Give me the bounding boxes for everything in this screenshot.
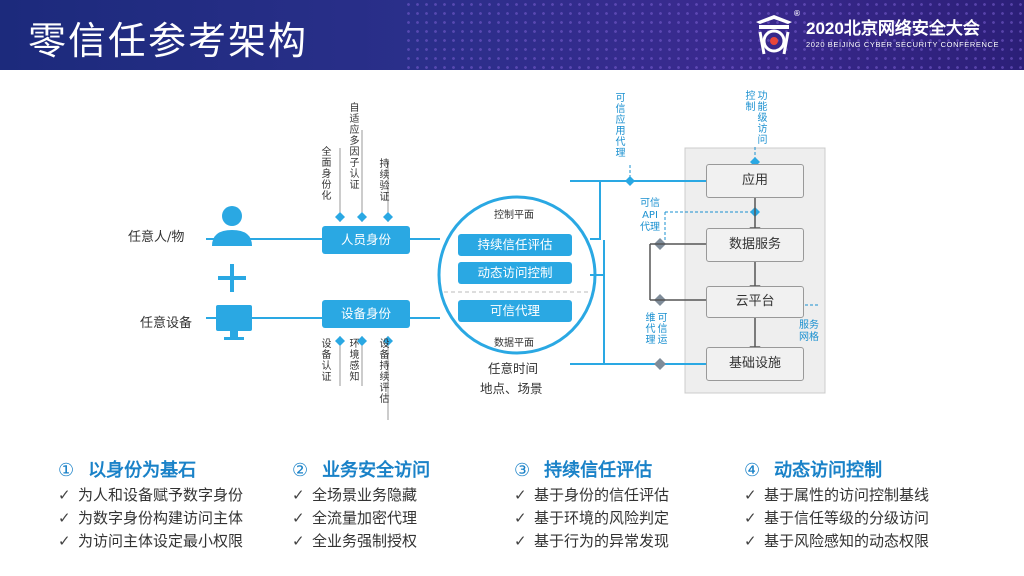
device-label: 任意设备 bbox=[140, 316, 193, 331]
feature-full-identity: 全面身份化 bbox=[319, 146, 330, 201]
feature-ticks bbox=[339, 130, 389, 420]
list-item: ✓基于身份的信任评估 bbox=[514, 486, 670, 504]
registered-mark: ® bbox=[793, 9, 801, 18]
trusted-proxy-box: 可信代理 bbox=[458, 300, 572, 322]
list-item: ✓基于风险感知的动态权限 bbox=[744, 532, 930, 550]
control-plane-label: 控制平面 bbox=[494, 210, 534, 221]
app-proxy-label: 可信应用代理 bbox=[613, 92, 624, 158]
continuous-eval-box: 持续信任评估 bbox=[458, 234, 572, 256]
list-item: ✓为数字身份构建访问主体 bbox=[58, 509, 244, 527]
header-banner: 零信任参考架构 ® 2020北京网络安全大会 2020 BEIJING CYBE… bbox=[0, 0, 1024, 70]
list-item: ✓为访问主体设定最小权限 bbox=[58, 532, 244, 550]
conference-name: 2020北京网络安全大会 bbox=[806, 19, 980, 38]
feature-continuous-verify: 持续验证 bbox=[377, 158, 388, 202]
device-identity-box: 设备身份 bbox=[322, 300, 410, 328]
conference-english-name: 2020 BEIJING CYBER SECURITY CONFERENCE bbox=[806, 40, 1000, 49]
subject-label: 任意人/物 bbox=[128, 230, 185, 245]
plus-icon bbox=[218, 264, 246, 292]
list-item: ✓全流量加密代理 bbox=[292, 509, 418, 527]
list-item: ✓基于属性的访问控制基线 bbox=[744, 486, 930, 504]
list-item: ✓基于信任等级的分级访问 bbox=[744, 509, 930, 527]
feature-adaptive-mfa: 自适应多因子认证 bbox=[347, 102, 358, 190]
anytime-label: 任意时间 bbox=[488, 361, 539, 376]
feature-env-awareness: 环境感知 bbox=[347, 338, 358, 382]
connection-lines bbox=[206, 180, 706, 365]
page-title: 零信任参考架构 bbox=[28, 19, 309, 63]
monitor-icon bbox=[216, 305, 252, 340]
data-plane-label: 数据平面 bbox=[494, 338, 534, 349]
anywhere-label: 地点、场景 bbox=[480, 381, 543, 396]
person-identity-box: 人员身份 bbox=[322, 226, 410, 254]
list-item: ✓全场景业务隐藏 bbox=[292, 486, 418, 504]
feature-device-auth: 设备认证 bbox=[319, 338, 330, 382]
list-item: ✓基于行为的异常发现 bbox=[514, 532, 670, 550]
layer-application: 应用 bbox=[706, 164, 804, 198]
layer-cloud-platform: 云平台 bbox=[706, 286, 804, 318]
list-item: ✓为人和设备赋予数字身份 bbox=[58, 486, 244, 504]
feature-device-eval: 设备持续评估 bbox=[377, 338, 388, 404]
dot-pattern bbox=[404, 0, 1024, 70]
dynamic-access-box: 动态访问控制 bbox=[458, 262, 572, 284]
func-access-label: 功能级访问控制 bbox=[743, 90, 766, 145]
list-item: ✓基于环境的风险判定 bbox=[514, 509, 670, 527]
service-grid-label: 服务网格 bbox=[799, 320, 819, 343]
list-item: ✓全业务强制授权 bbox=[292, 532, 418, 550]
layer-infrastructure: 基础设施 bbox=[706, 347, 804, 381]
ops-proxy-label: 可信运维代理 bbox=[643, 312, 666, 345]
conference-logo-icon bbox=[756, 15, 792, 55]
layer-data-service: 数据服务 bbox=[706, 228, 804, 262]
